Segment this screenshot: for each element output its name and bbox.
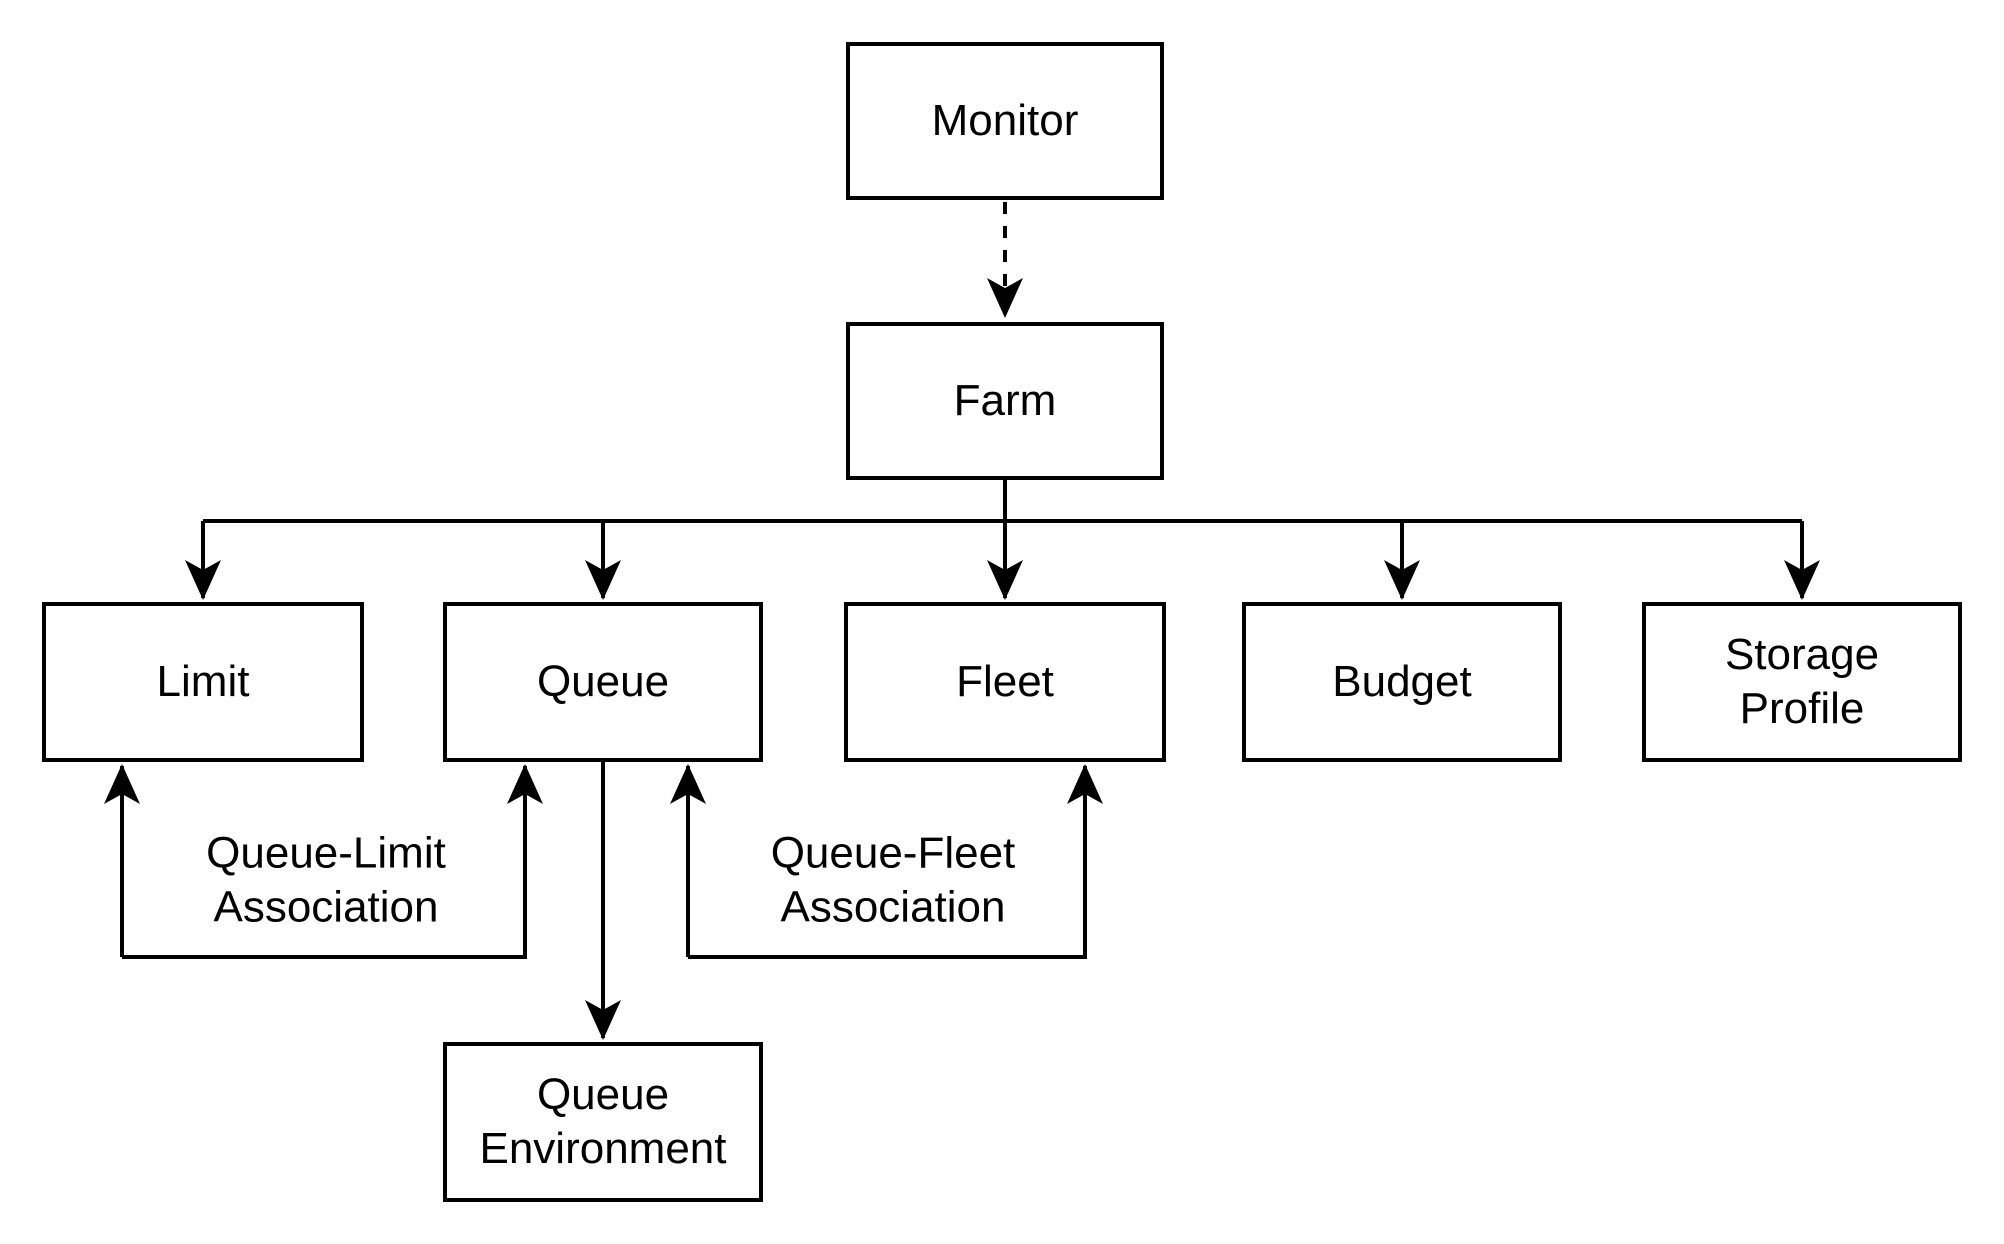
node-queue: Queue	[443, 602, 763, 762]
node-farm: Farm	[846, 322, 1164, 480]
node-monitor-label: Monitor	[931, 96, 1079, 146]
node-budget-label: Budget	[1332, 657, 1472, 707]
node-farm-label: Farm	[953, 376, 1057, 426]
edge-association-fleet	[688, 764, 1103, 959]
edge-label-queue-fleet-association: Queue-Fleet Association	[770, 828, 1016, 931]
node-limit-label: Limit	[156, 657, 250, 707]
node-fleet: Fleet	[844, 602, 1166, 762]
node-limit: Limit	[42, 602, 364, 762]
node-queue-environment: Queue Environment	[443, 1042, 763, 1202]
node-monitor: Monitor	[846, 42, 1164, 200]
node-queue-environment-label: Queue Environment	[479, 1070, 727, 1173]
node-queue-label: Queue	[536, 657, 670, 707]
node-fleet-label: Fleet	[956, 657, 1054, 707]
edge-association-queue-limit	[122, 764, 543, 959]
node-storage-profile: Storage Profile	[1642, 602, 1962, 762]
edge-label-queue-limit-association: Queue-Limit Association	[206, 828, 446, 931]
node-storage-profile-label: Storage Profile	[1724, 630, 1880, 733]
node-budget: Budget	[1242, 602, 1562, 762]
